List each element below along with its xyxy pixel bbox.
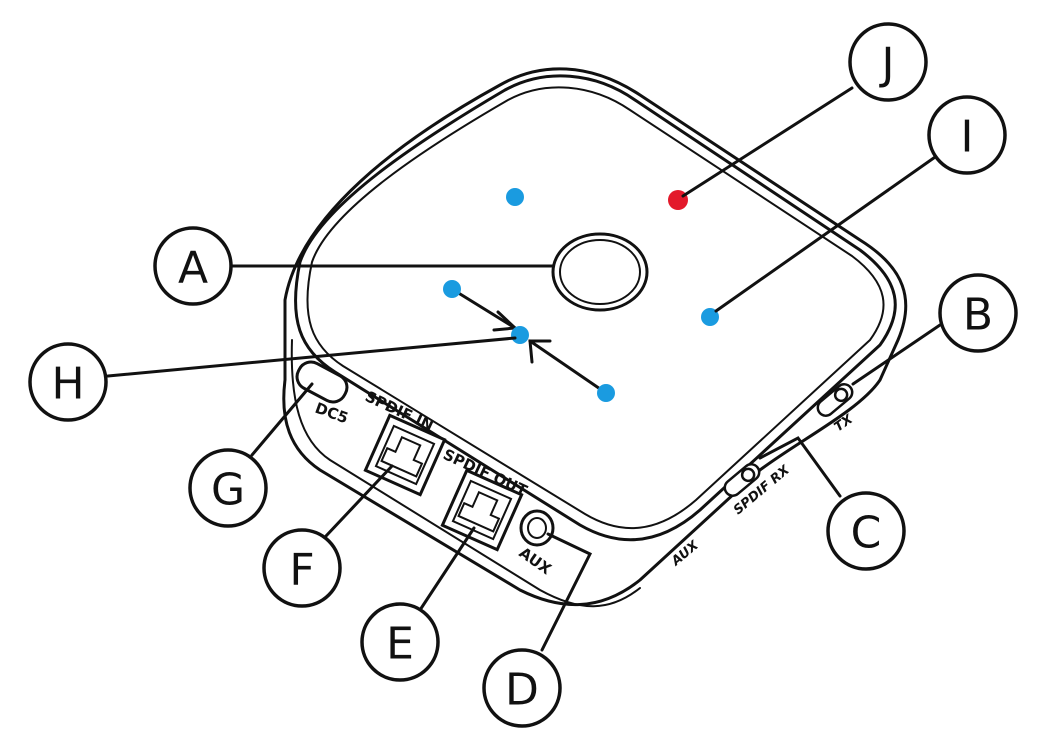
led-left [443, 280, 461, 298]
callout-e-text: E [386, 619, 414, 670]
led-top-left [506, 188, 524, 206]
callout-h: H [28, 342, 108, 422]
callout-b-text: B [963, 290, 993, 341]
leader-e [418, 526, 476, 612]
callout-e: E [360, 602, 440, 682]
leader-i [714, 153, 940, 313]
callout-h-text: H [51, 359, 84, 410]
led-right [701, 308, 719, 326]
aux-jack [519, 509, 555, 547]
tx-switch [816, 383, 854, 417]
side-front-edge [290, 339, 641, 608]
dc5-label: DC5 [313, 399, 351, 428]
spdif-out-port [440, 468, 524, 552]
pair-arrow-right [528, 339, 608, 395]
callout-j: J [848, 22, 928, 102]
pair-arrow-right-head [528, 339, 552, 364]
leader-c [758, 436, 842, 498]
aux-port-label: AUX [516, 544, 555, 579]
callout-c-text: C [851, 508, 882, 559]
main-button-outer [551, 232, 649, 312]
callout-i: I [927, 95, 1007, 175]
callout-f-text: F [289, 545, 314, 596]
device-body-outline [282, 67, 908, 606]
tx-label: TX [832, 412, 857, 436]
callout-c: C [826, 491, 906, 571]
leader-j [681, 86, 854, 198]
callout-g-text: G [211, 465, 245, 516]
callout-b: B [938, 273, 1018, 353]
led-center [511, 326, 529, 344]
pair-arrow-left [450, 287, 517, 330]
mode-switch [723, 463, 761, 497]
leader-f [324, 464, 394, 538]
device-top-inner-edge [306, 86, 885, 530]
dc5-port [295, 360, 349, 404]
callout-a: A [153, 226, 233, 306]
led-bottom [597, 384, 615, 402]
callout-f: F [262, 528, 342, 608]
callout-j-text: J [879, 39, 895, 90]
callout-d-text: D [505, 665, 539, 716]
leader-h [106, 336, 517, 378]
leader-g [250, 382, 314, 457]
callout-i-text: I [961, 112, 974, 163]
callout-d: D [482, 648, 562, 728]
main-button-inner [559, 239, 641, 305]
aux-switch-label: AUX [668, 538, 702, 570]
callout-a-text: A [178, 243, 208, 294]
leader-b [851, 323, 942, 386]
callout-g: G [188, 448, 268, 528]
leader-d [540, 532, 593, 652]
aux-jack-inner [527, 517, 547, 539]
